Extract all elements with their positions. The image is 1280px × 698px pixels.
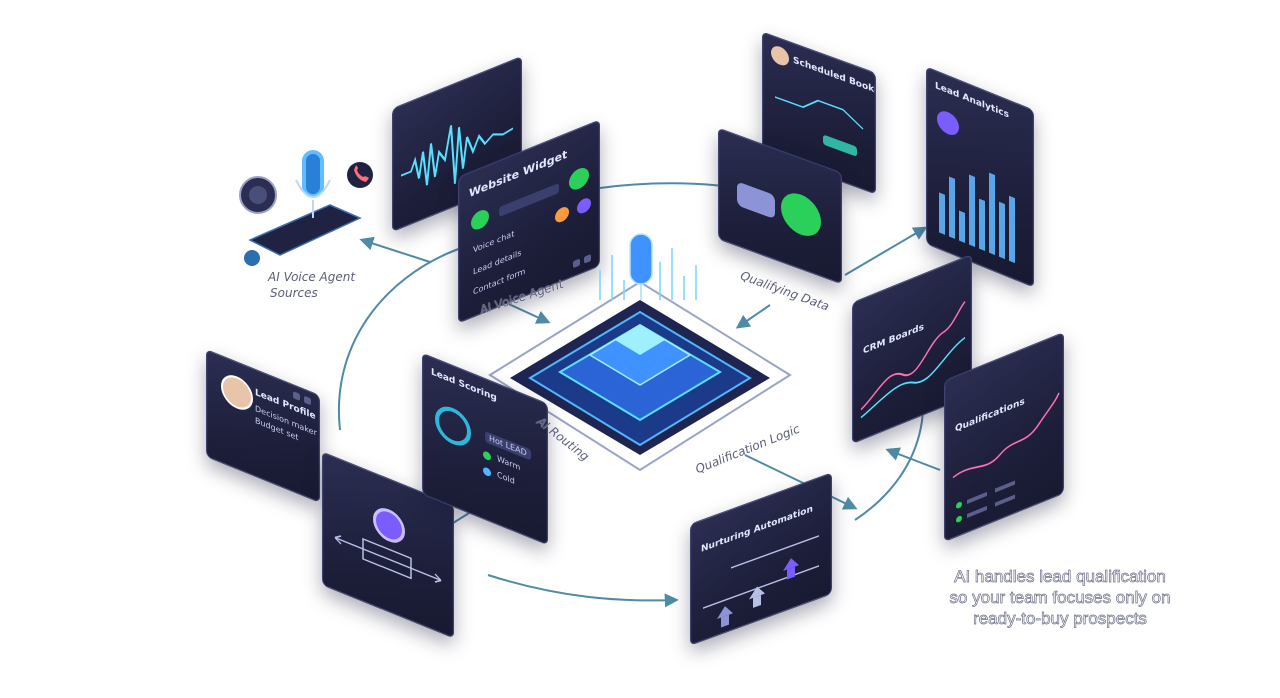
- automation-flow: [703, 535, 819, 628]
- chat-icon: [737, 181, 775, 220]
- arrow-to-core-right: [735, 304, 771, 329]
- crm-line-chart: [860, 301, 966, 419]
- crm-boards-panel: CRM Boards: [852, 253, 972, 445]
- core-mic-icon: [629, 233, 653, 285]
- caption-line-1: AI handles lead qualification: [954, 567, 1166, 587]
- arrow-to-sources: [359, 236, 431, 263]
- caption-line-3: ready-to-buy prospects: [973, 609, 1148, 629]
- qualifications-chart: [952, 392, 1060, 523]
- arrow-to-automation: [487, 574, 679, 608]
- arrow-logic-out: [744, 454, 858, 510]
- caption-text: AI handles lead qualification so your te…: [918, 566, 1202, 629]
- whatsapp-icon: [781, 187, 821, 242]
- waveform-icon: [401, 124, 514, 186]
- score-row-3: Cold: [497, 469, 515, 487]
- lead-analytics-panel: Lead Analytics: [926, 66, 1034, 288]
- loop-arc-left: [337, 244, 471, 431]
- sources-label-line1: AI Voice Agent: [268, 270, 356, 284]
- caption-line-2: so your team focuses only on: [949, 588, 1171, 608]
- waveform-panel: [392, 55, 522, 233]
- arrow-to-qualifications: [885, 447, 941, 471]
- score-row-1: Hot LEAD: [485, 431, 531, 461]
- sources-label-line2: Sources: [270, 286, 318, 300]
- qualifications-panel: Qualifications: [944, 331, 1064, 543]
- analytics-bars: [939, 172, 1015, 264]
- avatar: [221, 370, 253, 415]
- scheduled-booking-panel: Scheduled Booking: [762, 31, 876, 195]
- router-panel: [322, 451, 454, 639]
- score-ring-icon: [435, 400, 471, 452]
- score-row-2: Warm: [497, 453, 521, 473]
- arrow-to-analytics: [844, 226, 928, 276]
- nurturing-automation-panel: Nurturing Automation: [690, 472, 832, 646]
- arrow-to-core-left: [499, 299, 551, 324]
